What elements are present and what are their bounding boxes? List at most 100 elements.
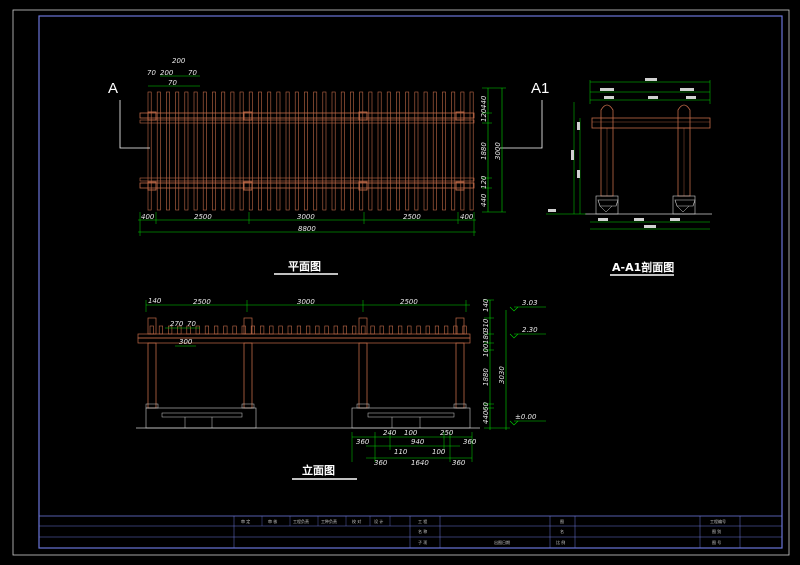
- plan-joist: [340, 91, 345, 211]
- elevation-post: [455, 342, 465, 409]
- plan-joist: [248, 91, 253, 211]
- elevation-joist-end: [149, 325, 154, 335]
- tb-label-gzfz: 工种负责: [321, 518, 337, 524]
- plan-joist: [414, 91, 419, 211]
- plan-joist: [258, 91, 262, 211]
- inner-frame: [38, 15, 783, 549]
- plan-joist: [350, 91, 354, 211]
- plan-joist: [432, 91, 437, 211]
- elevation-dim-b-110: 110: [394, 448, 408, 456]
- elevation-joist-end: [370, 325, 375, 335]
- elevation-joist-end: [342, 325, 348, 335]
- plan-joist: [156, 91, 161, 211]
- elevation-joist-end: [177, 325, 182, 335]
- elevation-right-dims: 140 310 180 100 1880 60 440 3030: [482, 298, 510, 430]
- elevation-joist-end: [361, 325, 366, 335]
- plan-joist: [469, 91, 474, 211]
- plan-dim-bottom-total: 8800: [298, 225, 316, 233]
- elevation-dim-right-310: 310: [482, 318, 490, 332]
- elevation-dim-b-360b: 360: [463, 438, 477, 446]
- plan-dim-bottom-400a: 400: [141, 213, 155, 221]
- elevation-bench-left: [161, 412, 243, 418]
- tb-label-jiaodui: 校 对: [352, 518, 361, 524]
- elevation-joist-end: [462, 325, 467, 335]
- elevation-top-dims: 140 2500 3000 2500 270 70 300: [145, 297, 470, 347]
- elevation-beam-main: [137, 337, 471, 344]
- elevation-joist-end: [269, 325, 274, 335]
- elevation-view: 140 2500 3000 2500 270 70 300 140 310 18…: [136, 297, 546, 480]
- plan-post: [243, 111, 253, 121]
- elevation-post-cap: [455, 317, 465, 335]
- elevation-joist-end: [195, 325, 200, 335]
- plan-joist: [221, 91, 226, 211]
- elevation-dim-right-140: 140: [482, 298, 490, 312]
- elevation-joist-end: [425, 325, 430, 335]
- elevation-posts: [145, 317, 467, 409]
- plan-dim-right-440b: 440: [480, 193, 488, 207]
- elevation-dim-right-total: 3030: [498, 366, 506, 384]
- section-right-post-top: [677, 104, 691, 128]
- outer-border: [12, 9, 790, 556]
- elevation-bottom-dims: 360 240 100 250 360 110 940 100 360 1640…: [351, 429, 477, 467]
- section-top-dims: [589, 78, 711, 104]
- section-title: A-A1剖面图: [612, 260, 674, 274]
- plan-dim-bottom-400b: 400: [460, 213, 474, 221]
- elevation-base-right: [351, 407, 471, 429]
- elevation-joist-end: [324, 325, 329, 335]
- plan-joist: [166, 91, 170, 211]
- elevation-dim-right-180: 180: [482, 330, 490, 344]
- elevation-joist-end: [315, 325, 320, 335]
- plan-dim-right-120b: 120: [480, 175, 488, 189]
- tb-label-sheji: 设 计: [374, 518, 383, 524]
- elevation-joist-end: [407, 325, 412, 335]
- plan-dim-right-440a: 440: [480, 95, 488, 109]
- elevation-dim-3000: 3000: [297, 298, 315, 306]
- tb-label-shending: 审 定: [241, 518, 250, 524]
- plan-dim-top-200: 200: [172, 57, 186, 65]
- plan-joist: [239, 91, 244, 211]
- plan-dim-bottom-2500b: 2500: [403, 213, 421, 221]
- plan-joists: [147, 91, 474, 211]
- plan-beam-mid1: [139, 119, 475, 124]
- elevation-post: [358, 342, 368, 409]
- elevation-dim-2500a: 2500: [193, 298, 211, 306]
- elevation-dim-right-1880: 1880: [482, 368, 490, 386]
- plan-dim-bottom-2500a: 2500: [194, 213, 212, 221]
- elevation-post-cap: [243, 317, 253, 335]
- elevation-dim-b-360d: 360: [452, 459, 466, 467]
- plan-joist: [202, 91, 207, 211]
- elevation-joist-end: [287, 325, 292, 335]
- elevation-dim-right-60: 60: [482, 402, 490, 411]
- plan-post: [147, 111, 157, 121]
- elevation-base-left: [145, 407, 257, 429]
- elevation-joist-end: [434, 325, 440, 335]
- elevation-dim-b-240: 240: [383, 429, 397, 437]
- elevation-joist-end: [444, 325, 449, 335]
- elevation-dim-140: 140: [148, 297, 162, 305]
- elevation-joist-end: [186, 325, 191, 335]
- plan-joist: [276, 91, 281, 211]
- plan-dim-top-70b: 70: [188, 69, 197, 77]
- elevation-joist-end: [296, 325, 302, 335]
- plan-joist: [368, 91, 373, 211]
- plan-joist: [147, 91, 152, 211]
- plan-joist: [285, 91, 290, 211]
- elevation-post: [243, 342, 253, 409]
- plan-post: [455, 181, 465, 191]
- plan-joist: [442, 91, 446, 211]
- section-top-beam: [591, 117, 711, 129]
- plan-joist: [184, 91, 189, 211]
- plan-dim-bottom-3000: 3000: [297, 213, 315, 221]
- tb-label-tu: 图: [560, 518, 564, 524]
- elevation-joist-end: [379, 325, 384, 335]
- elevation-joist-end: [260, 325, 265, 335]
- section-marker-left: A: [108, 80, 118, 97]
- tb-label-mingcheng: 名 称: [418, 528, 427, 534]
- plan-beam-top: [139, 112, 475, 119]
- elevation-joist-end: [223, 325, 228, 335]
- elevation-joist-end: [453, 325, 458, 335]
- level-2-30: 2.30: [522, 326, 538, 334]
- plan-joist: [451, 91, 456, 211]
- plan-title: 平面图: [288, 260, 321, 273]
